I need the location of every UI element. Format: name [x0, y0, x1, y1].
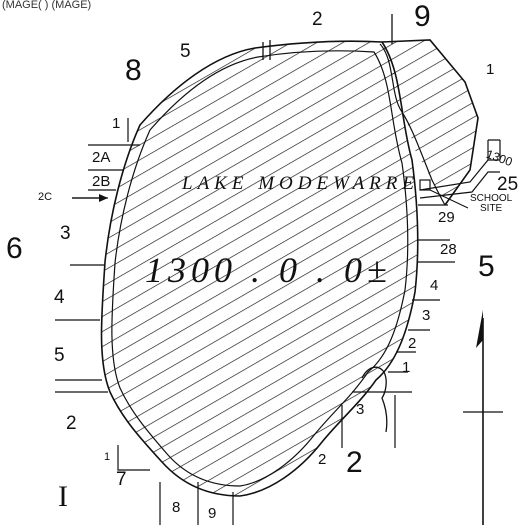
section-28: 28 — [440, 241, 457, 258]
section-4-west: 4 — [54, 287, 65, 308]
school-road — [419, 159, 500, 191]
ne-parcel-outline — [381, 39, 479, 206]
school-road-edge — [419, 171, 500, 199]
arrow-2c — [72, 194, 108, 202]
section-5-north: 5 — [180, 41, 191, 62]
header-text: (MAGE( ) (MAGE) — [2, 0, 92, 11]
section-2a: 2A — [92, 149, 111, 166]
school-line-2: SITE — [480, 203, 503, 214]
section-2c: 2C — [38, 191, 53, 203]
section-2-east: 2 — [408, 335, 417, 352]
section-3-south: 3 — [356, 401, 365, 418]
school-site-label: SCHOOL SITE — [470, 194, 512, 214]
section-6: 6 — [6, 232, 23, 265]
section-5-west: 5 — [54, 345, 65, 366]
lake-shoreline-inner — [111, 50, 409, 487]
section-1-ne: 1 — [486, 61, 495, 78]
section-2-top: 2 — [312, 9, 323, 30]
east-boundary-lines — [341, 204, 455, 448]
section-25: 25 — [497, 174, 519, 195]
section-1-sw: 1 — [104, 451, 111, 463]
section-1-east: 1 — [402, 359, 411, 376]
section-2-south-big: 2 — [346, 446, 363, 479]
section-2b: 2B — [92, 173, 111, 190]
section-1-nw: 1 — [112, 115, 121, 132]
lake-name: LAKE MODEWARRE — [182, 173, 420, 194]
school-leader-line — [429, 189, 469, 209]
lake-area: 1300 . 0 . 0± — [145, 250, 392, 290]
shore-inlet — [361, 366, 388, 433]
section-3-west: 3 — [60, 223, 71, 244]
section-5-east: 5 — [478, 250, 495, 283]
section-9-top: 9 — [414, 0, 431, 33]
section-8: 8 — [125, 54, 142, 87]
section-9-south: 9 — [208, 505, 217, 522]
lake-shoreline-outer — [100, 40, 419, 497]
north-road-lines — [262, 14, 393, 60]
section-3-east: 3 — [422, 307, 431, 324]
section-2-sw: 2 — [66, 413, 77, 434]
school-line-1: SCHOOL — [470, 193, 513, 204]
section-2-south-small: 2 — [318, 451, 327, 468]
school-site-marker — [419, 179, 431, 191]
section-29: 29 — [438, 209, 455, 226]
section-1-big: I — [58, 480, 68, 513]
section-7: 7 — [116, 469, 127, 490]
section-4-east: 4 — [430, 277, 439, 294]
north-arrow — [463, 310, 503, 525]
section-8-south: 8 — [172, 499, 181, 516]
road-right-stub — [487, 139, 501, 160]
